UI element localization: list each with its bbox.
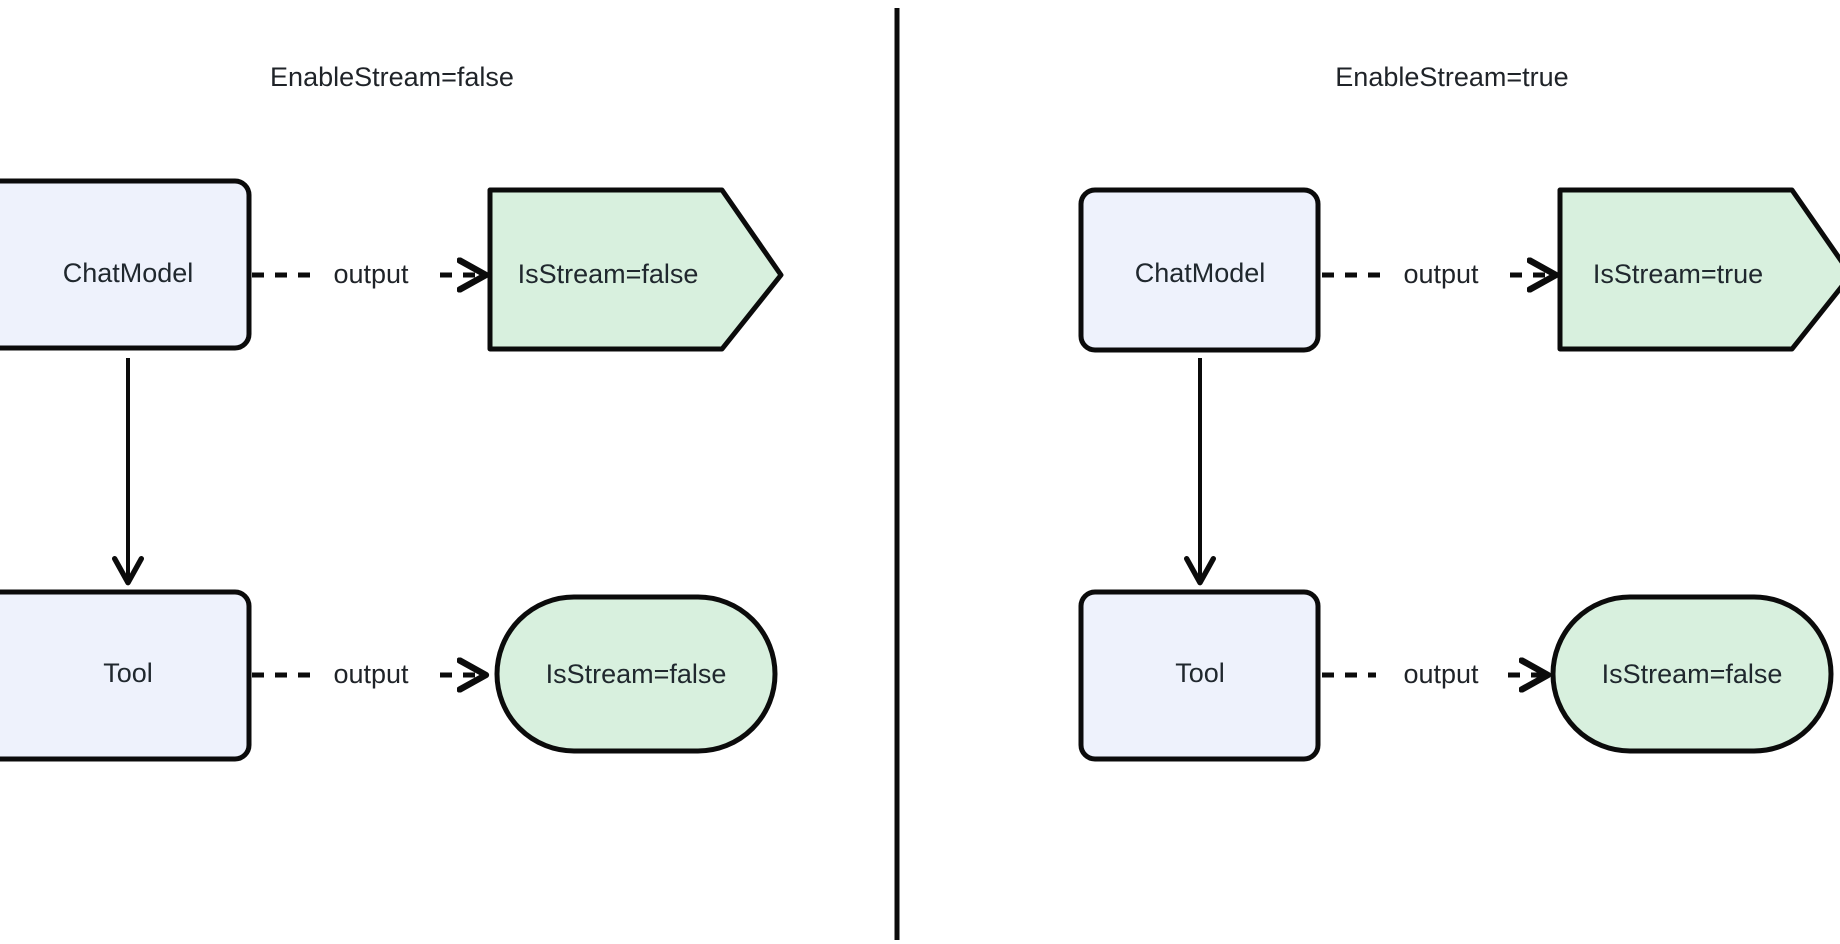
node-right-chatmodel-label: ChatModel [1135,258,1266,288]
node-left-chatmodel-shape [0,178,252,351]
node-left-chat-out-label: IsStream=false [518,259,699,289]
node-left-tool[interactable]: Tool [0,589,252,762]
edge-left-chat-to-out-label: output [333,259,409,289]
node-left-chat-out[interactable]: IsStream=false [487,187,784,352]
panel-left: EnableStream=false ChatModel IsStream=fa… [0,62,784,762]
node-left-tool-out-shape [494,594,778,754]
node-right-chat-out[interactable]: IsStream=true [1557,187,1840,352]
edge-right-chat-to-out: output [1322,259,1553,289]
node-right-tool-out-label: IsStream=false [1602,659,1783,689]
node-right-chatmodel[interactable]: ChatModel [1078,187,1321,353]
node-right-tool-shape [1078,589,1321,762]
edge-left-tool-to-out: output [252,659,483,689]
node-right-chat-out-shape [1557,187,1840,352]
node-left-tool-shape [0,589,252,762]
node-right-tool-out[interactable]: IsStream=false [1550,594,1834,754]
node-right-tool[interactable]: Tool [1078,589,1321,762]
node-right-chat-out-label: IsStream=true [1593,259,1763,289]
node-left-chatmodel-label: ChatModel [63,258,194,288]
node-left-tool-label: Tool [103,658,153,688]
node-left-tool-out-label: IsStream=false [546,659,727,689]
panel-left-title: EnableStream=false [270,62,514,92]
edge-right-chat-to-out-label: output [1403,259,1479,289]
node-right-tool-label: Tool [1175,658,1225,688]
edge-right-tool-to-out: output [1322,659,1545,689]
panel-right: EnableStream=true ChatModel IsStream=tru… [1078,62,1840,762]
node-right-chatmodel-shape [1078,187,1321,353]
node-left-chat-out-shape [487,187,784,352]
edge-left-tool-to-out-label: output [333,659,409,689]
panel-right-title: EnableStream=true [1335,62,1568,92]
node-right-tool-out-shape [1550,594,1834,754]
edge-left-chat-to-out: output [252,259,483,289]
node-left-chatmodel[interactable]: ChatModel [0,178,252,351]
edge-right-tool-to-out-label: output [1403,659,1479,689]
node-left-tool-out[interactable]: IsStream=false [494,594,778,754]
